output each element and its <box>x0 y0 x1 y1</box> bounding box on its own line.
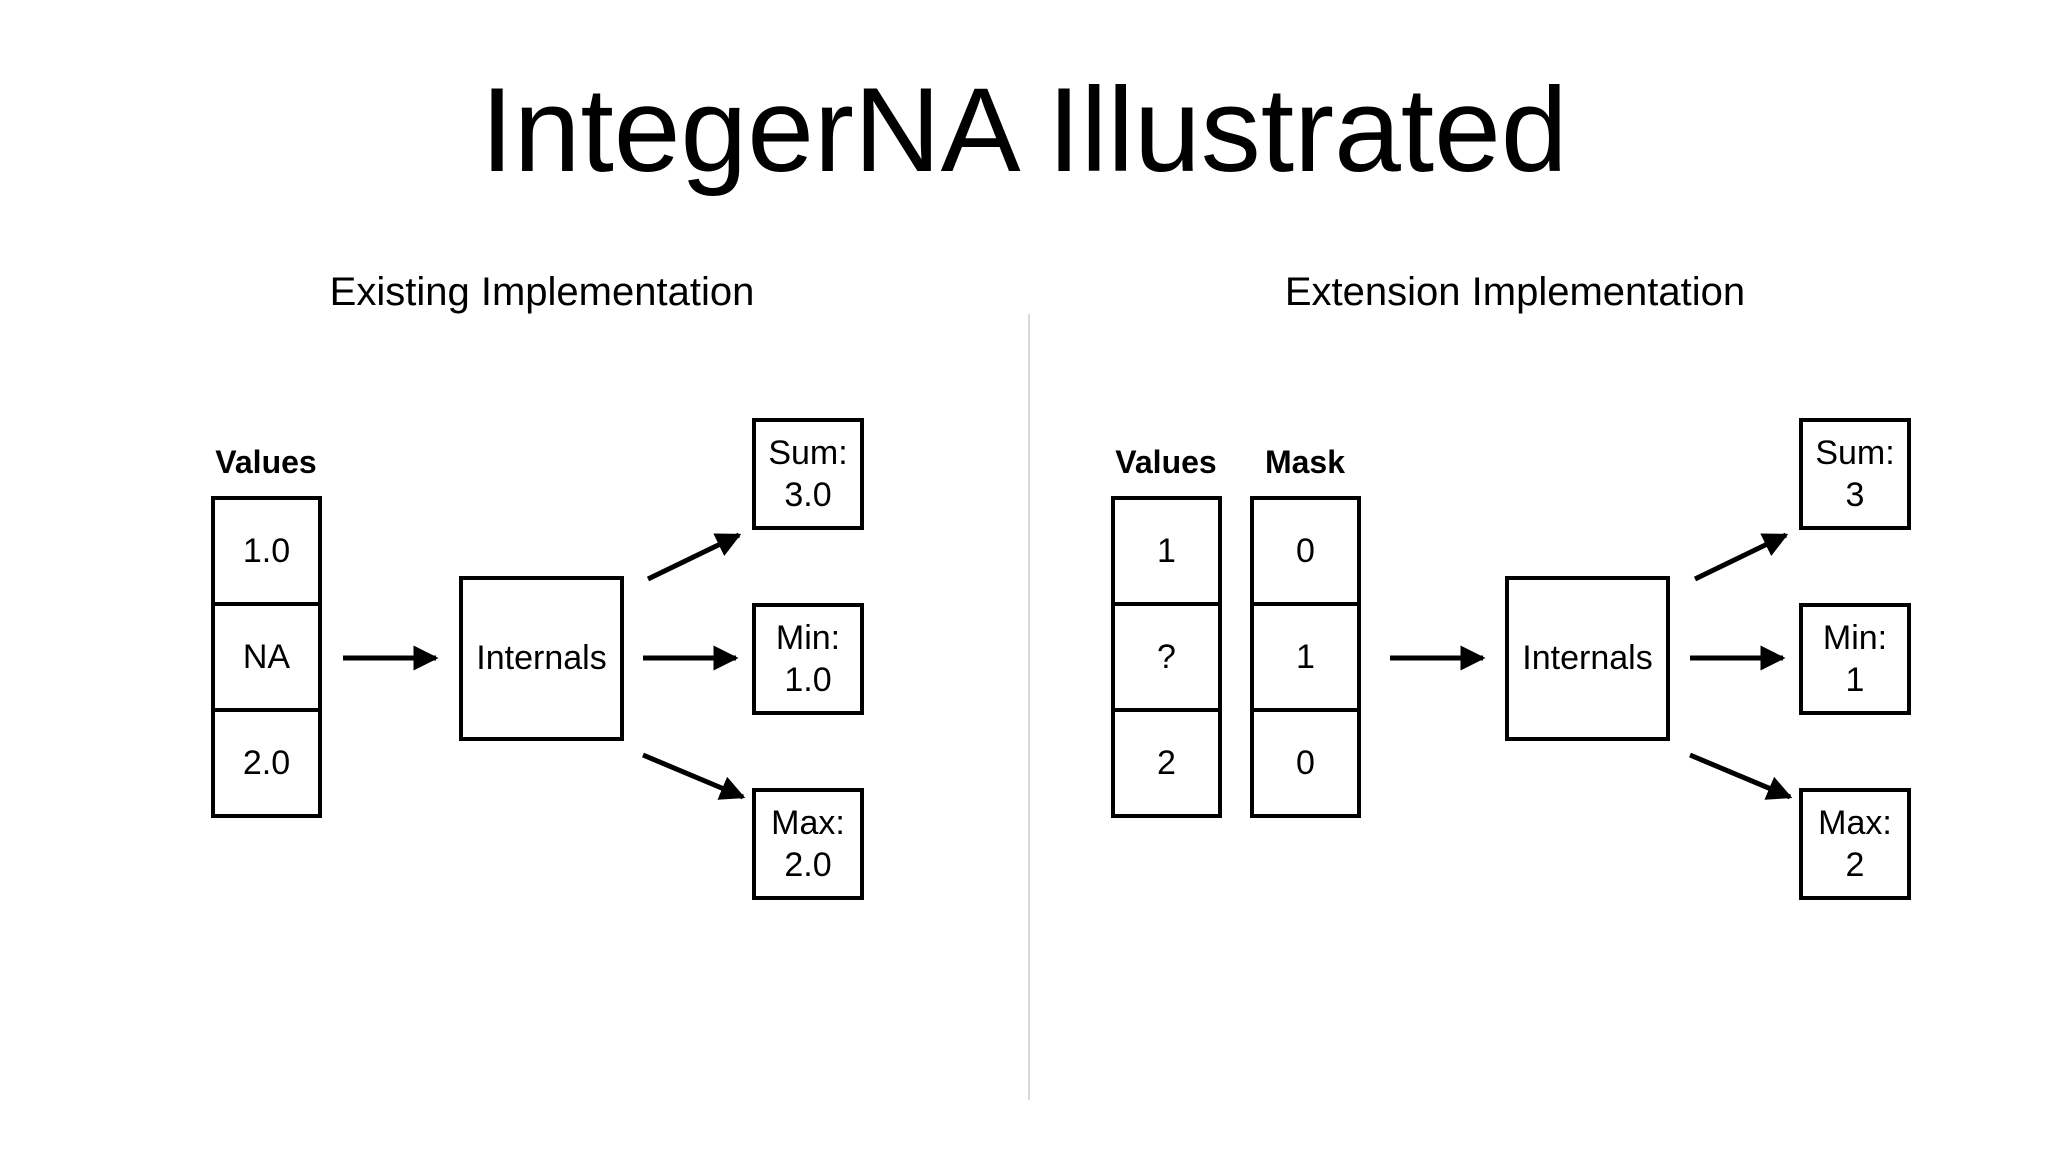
left-sum-value: 3.0 <box>784 476 832 514</box>
right-value-cell-3: 2 <box>1111 708 1222 818</box>
right-sum-value: 3 <box>1845 476 1865 514</box>
extension-implementation-heading: Extension Implementation <box>1284 270 1746 314</box>
left-min-box: Min: 1.0 <box>752 603 864 715</box>
left-max-value: 2.0 <box>784 846 832 884</box>
right-min-label: Min: <box>1822 619 1888 657</box>
right-max-box: Max: 2 <box>1799 788 1911 900</box>
right-max-arrow <box>1689 752 1793 800</box>
page-title: IntegerNA Illustrated <box>480 63 1568 197</box>
left-min-value: 1.0 <box>784 661 832 699</box>
left-internals-box: Internals <box>459 576 624 741</box>
left-max-arrow <box>642 752 746 800</box>
right-sum-box: Sum: 3 <box>1799 418 1911 530</box>
left-max-label: Max: <box>771 804 845 842</box>
right-mask-label: Mask <box>1264 444 1346 480</box>
right-value-cell-2: ? <box>1111 602 1222 712</box>
right-sum-label: Sum: <box>1815 434 1895 472</box>
panel-divider <box>1028 314 1030 1100</box>
left-values-label: Values <box>215 444 317 480</box>
right-max-value: 2 <box>1845 846 1865 884</box>
left-sum-label: Sum: <box>768 434 848 472</box>
right-min-value: 1 <box>1845 661 1865 699</box>
right-internals-box: Internals <box>1505 576 1670 741</box>
left-max-box: Max: 2.0 <box>752 788 864 900</box>
right-sum-arrow <box>1693 532 1789 582</box>
right-values-label: Values <box>1115 444 1217 480</box>
right-max-label: Max: <box>1818 804 1892 842</box>
left-sum-arrow <box>646 532 742 582</box>
left-value-cell-3: 2.0 <box>211 708 322 818</box>
right-mask-cell-3: 0 <box>1250 708 1361 818</box>
left-min-label: Min: <box>775 619 841 657</box>
right-min-box: Min: 1 <box>1799 603 1911 715</box>
left-sum-box: Sum: 3.0 <box>752 418 864 530</box>
existing-implementation-heading: Existing Implementation <box>329 270 755 314</box>
right-value-cell-1: 1 <box>1111 496 1222 606</box>
